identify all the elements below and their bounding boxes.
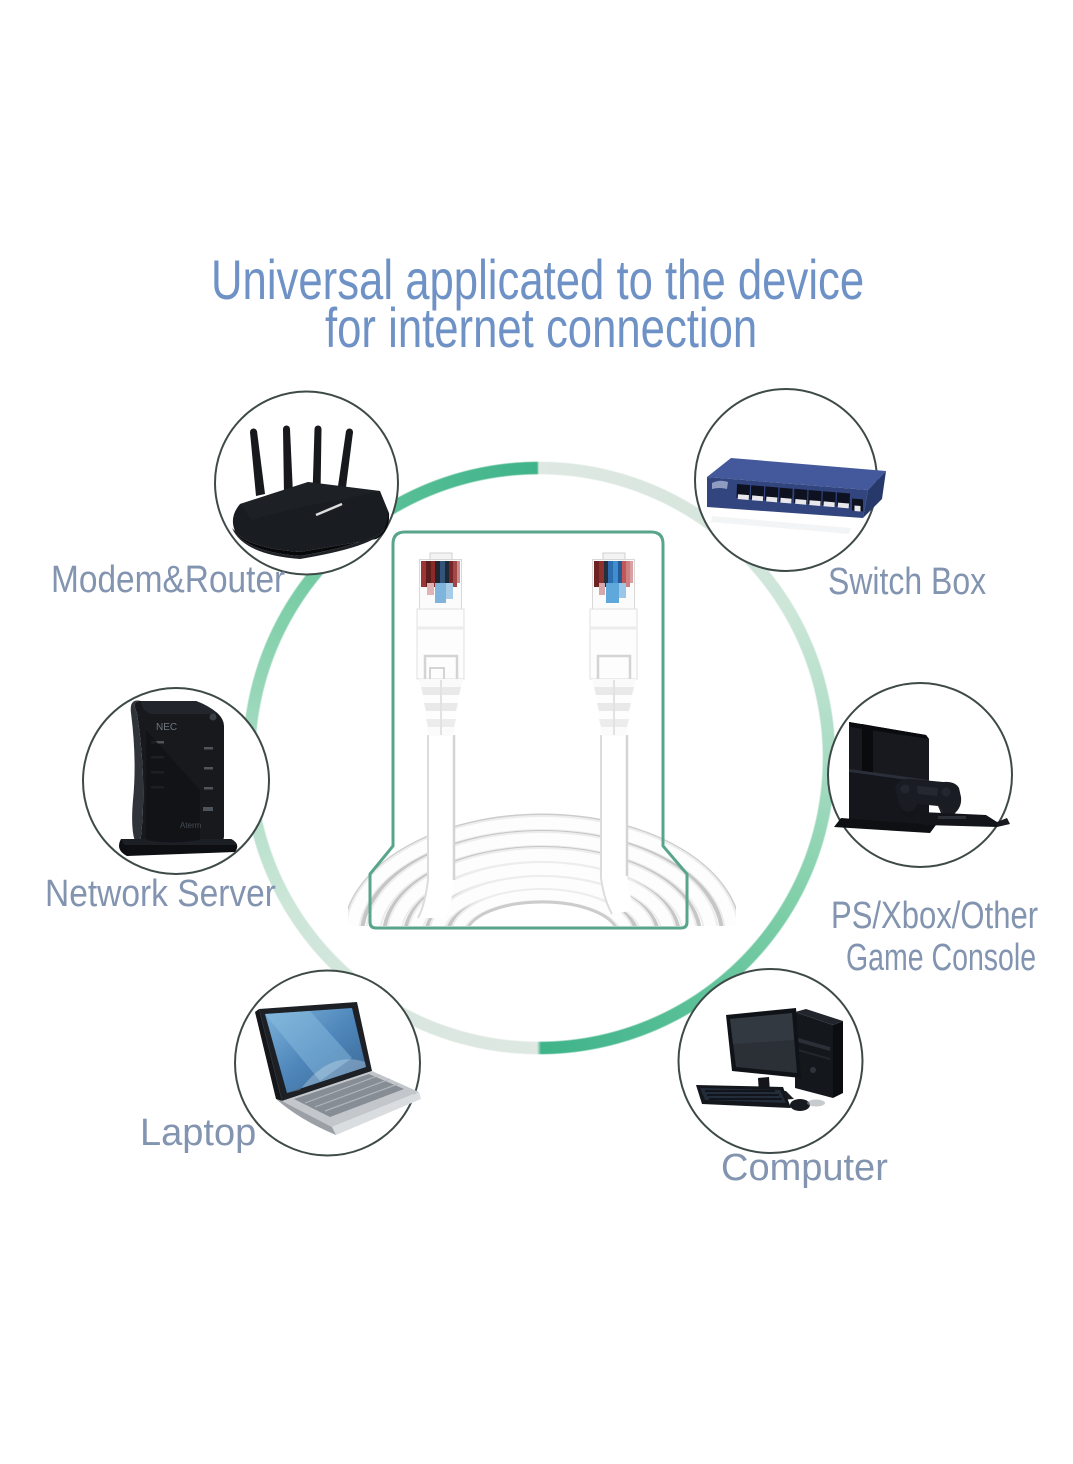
svg-text:NEC: NEC <box>156 722 177 733</box>
svg-text:Aterm: Aterm <box>180 821 202 830</box>
